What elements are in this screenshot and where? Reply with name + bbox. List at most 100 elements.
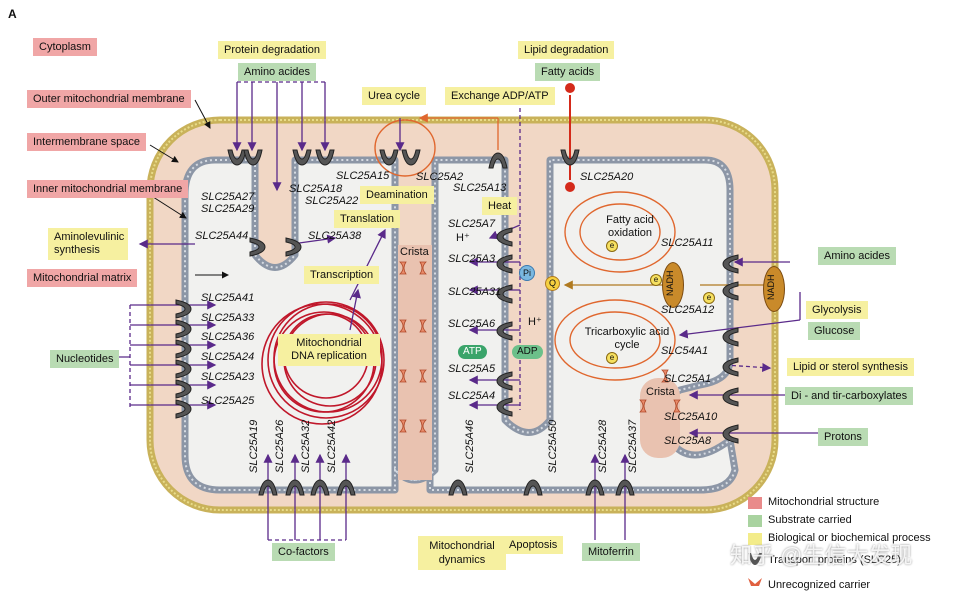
label-exchange: Exchange ADP/ATP xyxy=(445,87,555,105)
gene-a8: SLC25A8 xyxy=(664,435,712,447)
legend-swatch-structure xyxy=(748,497,762,509)
label-transcription: Transcription xyxy=(304,266,380,284)
label-mito-dna: Mitochondrial DNA replication xyxy=(278,334,380,366)
gene-a2: SLC25A2 xyxy=(416,171,464,183)
gene-a19: SLC25A19 xyxy=(248,419,260,473)
panel-letter: A xyxy=(8,7,17,21)
electron-3: e xyxy=(703,292,715,304)
gene-a7: SLC25A7 xyxy=(448,218,496,230)
gene-a10: SLC25A10 xyxy=(664,411,718,423)
gene-a38: SLC25A38 xyxy=(308,230,362,242)
label-glucose: Glucose xyxy=(808,322,861,340)
label-crista-2: Crista xyxy=(646,386,675,398)
crista-right xyxy=(640,378,680,458)
electron-4: e xyxy=(606,352,618,364)
gene-a26: SLC25A26 xyxy=(274,419,286,473)
nadh-ellipse-1: NADH xyxy=(662,262,684,308)
gene-a41: SLC25A41 xyxy=(201,292,255,304)
gene-a20: SLC25A20 xyxy=(580,171,634,183)
label-lipid-degradation: Lipid degradation xyxy=(518,41,615,59)
gene-a27: SLC25A27 xyxy=(201,191,255,203)
label-di-tri-carboxylates: Di - and tir-carboxylates xyxy=(785,387,914,405)
gene-a6: SLC25A6 xyxy=(448,318,496,330)
label-heat: Heat xyxy=(482,197,518,215)
label-cytoplasm: Cytoplasm xyxy=(33,38,97,56)
gene-a29: SLC25A29 xyxy=(201,203,255,215)
legend-structure: Mitochondrial structure xyxy=(768,496,880,508)
label-urea-cycle: Urea cycle xyxy=(362,87,426,105)
label-tca: Tricarboxylic acid cycle xyxy=(584,326,670,351)
label-h-plus-2: H⁺ xyxy=(528,316,542,328)
label-fatty-oxidation: Fatty acid oxidation xyxy=(606,214,654,239)
label-mito-dynamics: Mitochondrial dynamics xyxy=(418,536,506,570)
gene-a46: SLC25A46 xyxy=(464,419,476,473)
gene-a18: SLC25A18 xyxy=(289,183,343,195)
label-glycolysis: Glycolysis xyxy=(806,301,868,319)
gene-a42: SLC25A42 xyxy=(326,419,338,473)
gene-a5: SLC25A5 xyxy=(448,363,496,375)
gene-a36: SLC25A36 xyxy=(201,331,255,343)
legend-swatch-process xyxy=(748,533,762,545)
unrecognized-carriers xyxy=(399,261,681,433)
label-crista-1: Crista xyxy=(400,246,429,258)
legend-transport: Transport proteins (SLC25) xyxy=(768,554,901,566)
gene-a33: SLC25A33 xyxy=(201,312,255,324)
label-outer-membrane: Outer mitochondrial membrane xyxy=(27,90,191,108)
gene-a32: SLC25A32 xyxy=(300,419,312,473)
label-nadh-1: NADH xyxy=(665,270,675,296)
label-translation: Translation xyxy=(334,210,401,228)
gene-a31: SLC25A31 xyxy=(448,286,502,298)
transport-proteins xyxy=(175,149,739,496)
gene-a3: SLC25A3 xyxy=(448,253,496,265)
electron-2: e xyxy=(650,274,662,286)
gene-a24: SLC25A24 xyxy=(201,351,255,363)
label-lipid-sterol: Lipid or sterol synthesis xyxy=(787,358,914,376)
label-protein-degradation: Protein degradation xyxy=(218,41,327,59)
label-mitoferrin: Mitoferrin xyxy=(582,543,640,561)
label-amino-acides-top: Amino acides xyxy=(238,63,317,81)
label-fatty-acids: Fatty acids xyxy=(535,63,601,81)
legend-swatch-unrecognized xyxy=(748,578,762,586)
legend-swatch-transport xyxy=(748,553,762,565)
gene-a1: SLC25A1 xyxy=(664,373,712,385)
label-nadh-2: NADH xyxy=(766,274,776,300)
label-nucleotides: Nucleotides xyxy=(50,350,120,368)
label-apoptosis: Apoptosis xyxy=(503,536,564,554)
legend-substrate: Substrate carried xyxy=(768,514,852,526)
gene-a23: SLC25A23 xyxy=(201,371,255,383)
label-intermembrane: Intermembrane space xyxy=(27,133,146,151)
gene-a12: SLC25A12 xyxy=(661,304,715,316)
gene-a15: SLC25A15 xyxy=(336,170,390,182)
label-h-plus-1: H⁺ xyxy=(456,232,470,244)
gene-a22: SLC25A22 xyxy=(305,195,359,207)
label-atp: ATP xyxy=(458,345,487,359)
electron-1: e xyxy=(606,240,618,252)
label-q: Q xyxy=(545,276,560,291)
gene-a37: SLC25A37 xyxy=(627,419,639,473)
label-inner-membrane: Inner mitochondrial membrane xyxy=(27,180,189,198)
label-deamination: Deamination xyxy=(360,186,434,204)
watermark: 知乎 @生信大发现 xyxy=(730,543,913,568)
gene-a54a1: SLC54A1 xyxy=(661,345,709,357)
gene-a11: SLC25A11 xyxy=(661,237,714,249)
gene-a13: SLC25A13 xyxy=(453,182,507,194)
label-amino-acides-right: Amino acides xyxy=(818,247,897,265)
gene-a28: SLC25A28 xyxy=(597,419,609,473)
fatty-acid-cycle xyxy=(564,191,676,273)
label-matrix: Mitochondrial matrix xyxy=(27,269,138,287)
urea-cycle xyxy=(374,119,436,177)
label-aminolevulinic: Aminolevulinic synthesis xyxy=(48,228,128,260)
gene-a4: SLC25A4 xyxy=(448,390,496,402)
gene-a44: SLC25A44 xyxy=(195,230,249,242)
legend-swatch-substrate xyxy=(748,515,762,527)
gene-a25: SLC25A25 xyxy=(201,395,255,407)
label-adp: ADP xyxy=(512,345,543,359)
nadh-ellipse-2: NADH xyxy=(763,266,785,312)
gene-a50: SLC25A50 xyxy=(547,419,559,473)
crista-left xyxy=(398,245,432,480)
legend-process: Biological or biochemical process xyxy=(768,532,931,544)
legend-unrecognized: Unrecognized carrier xyxy=(768,579,871,591)
label-cofactors: Co-factors xyxy=(272,543,335,561)
label-pi: Pi xyxy=(519,265,535,281)
